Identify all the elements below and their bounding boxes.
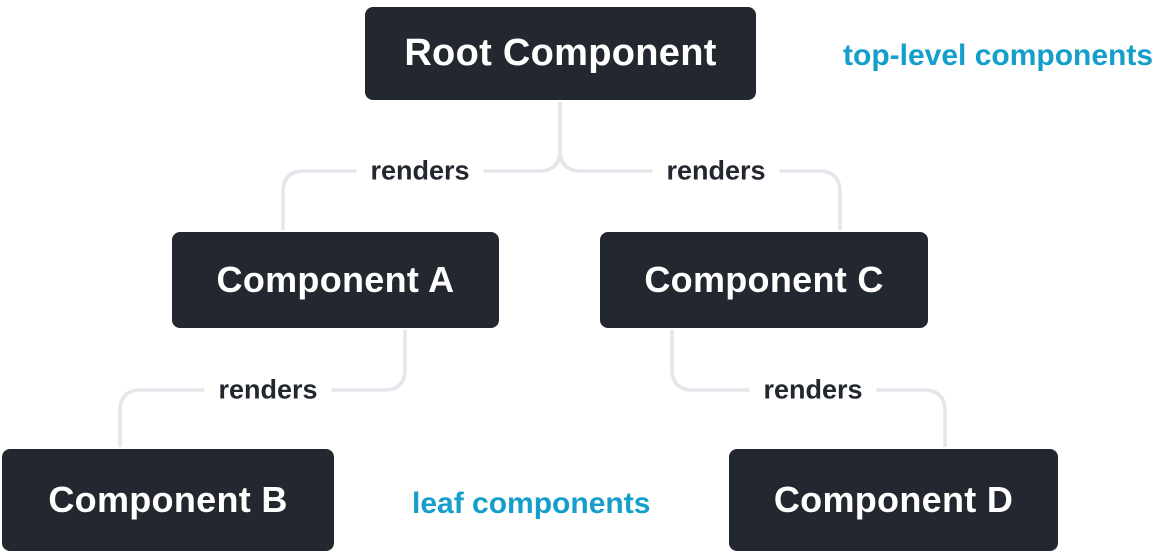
- node-component-c: Component C: [598, 230, 930, 330]
- node-component-a-label: Component A: [216, 259, 455, 300]
- node-root-component: Root Component: [363, 5, 758, 102]
- annotation-leaf-components: leaf components: [412, 487, 651, 520]
- node-component-b: Component B: [0, 447, 336, 553]
- node-component-b-label: Component B: [48, 479, 288, 520]
- node-root-component-label: Root Component: [404, 32, 717, 74]
- edge-label-root-to-a: renders: [356, 153, 484, 189]
- node-component-c-label: Component C: [644, 259, 884, 300]
- edge-label-root-to-c: renders: [652, 153, 780, 189]
- edge-label-c-to-d: renders: [749, 372, 877, 408]
- edge-label-a-to-b: renders: [204, 372, 332, 408]
- node-component-d: Component D: [727, 447, 1060, 553]
- node-component-d-label: Component D: [773, 479, 1014, 520]
- node-component-a: Component A: [170, 230, 501, 330]
- annotation-top-level-components: top-level components: [843, 39, 1154, 72]
